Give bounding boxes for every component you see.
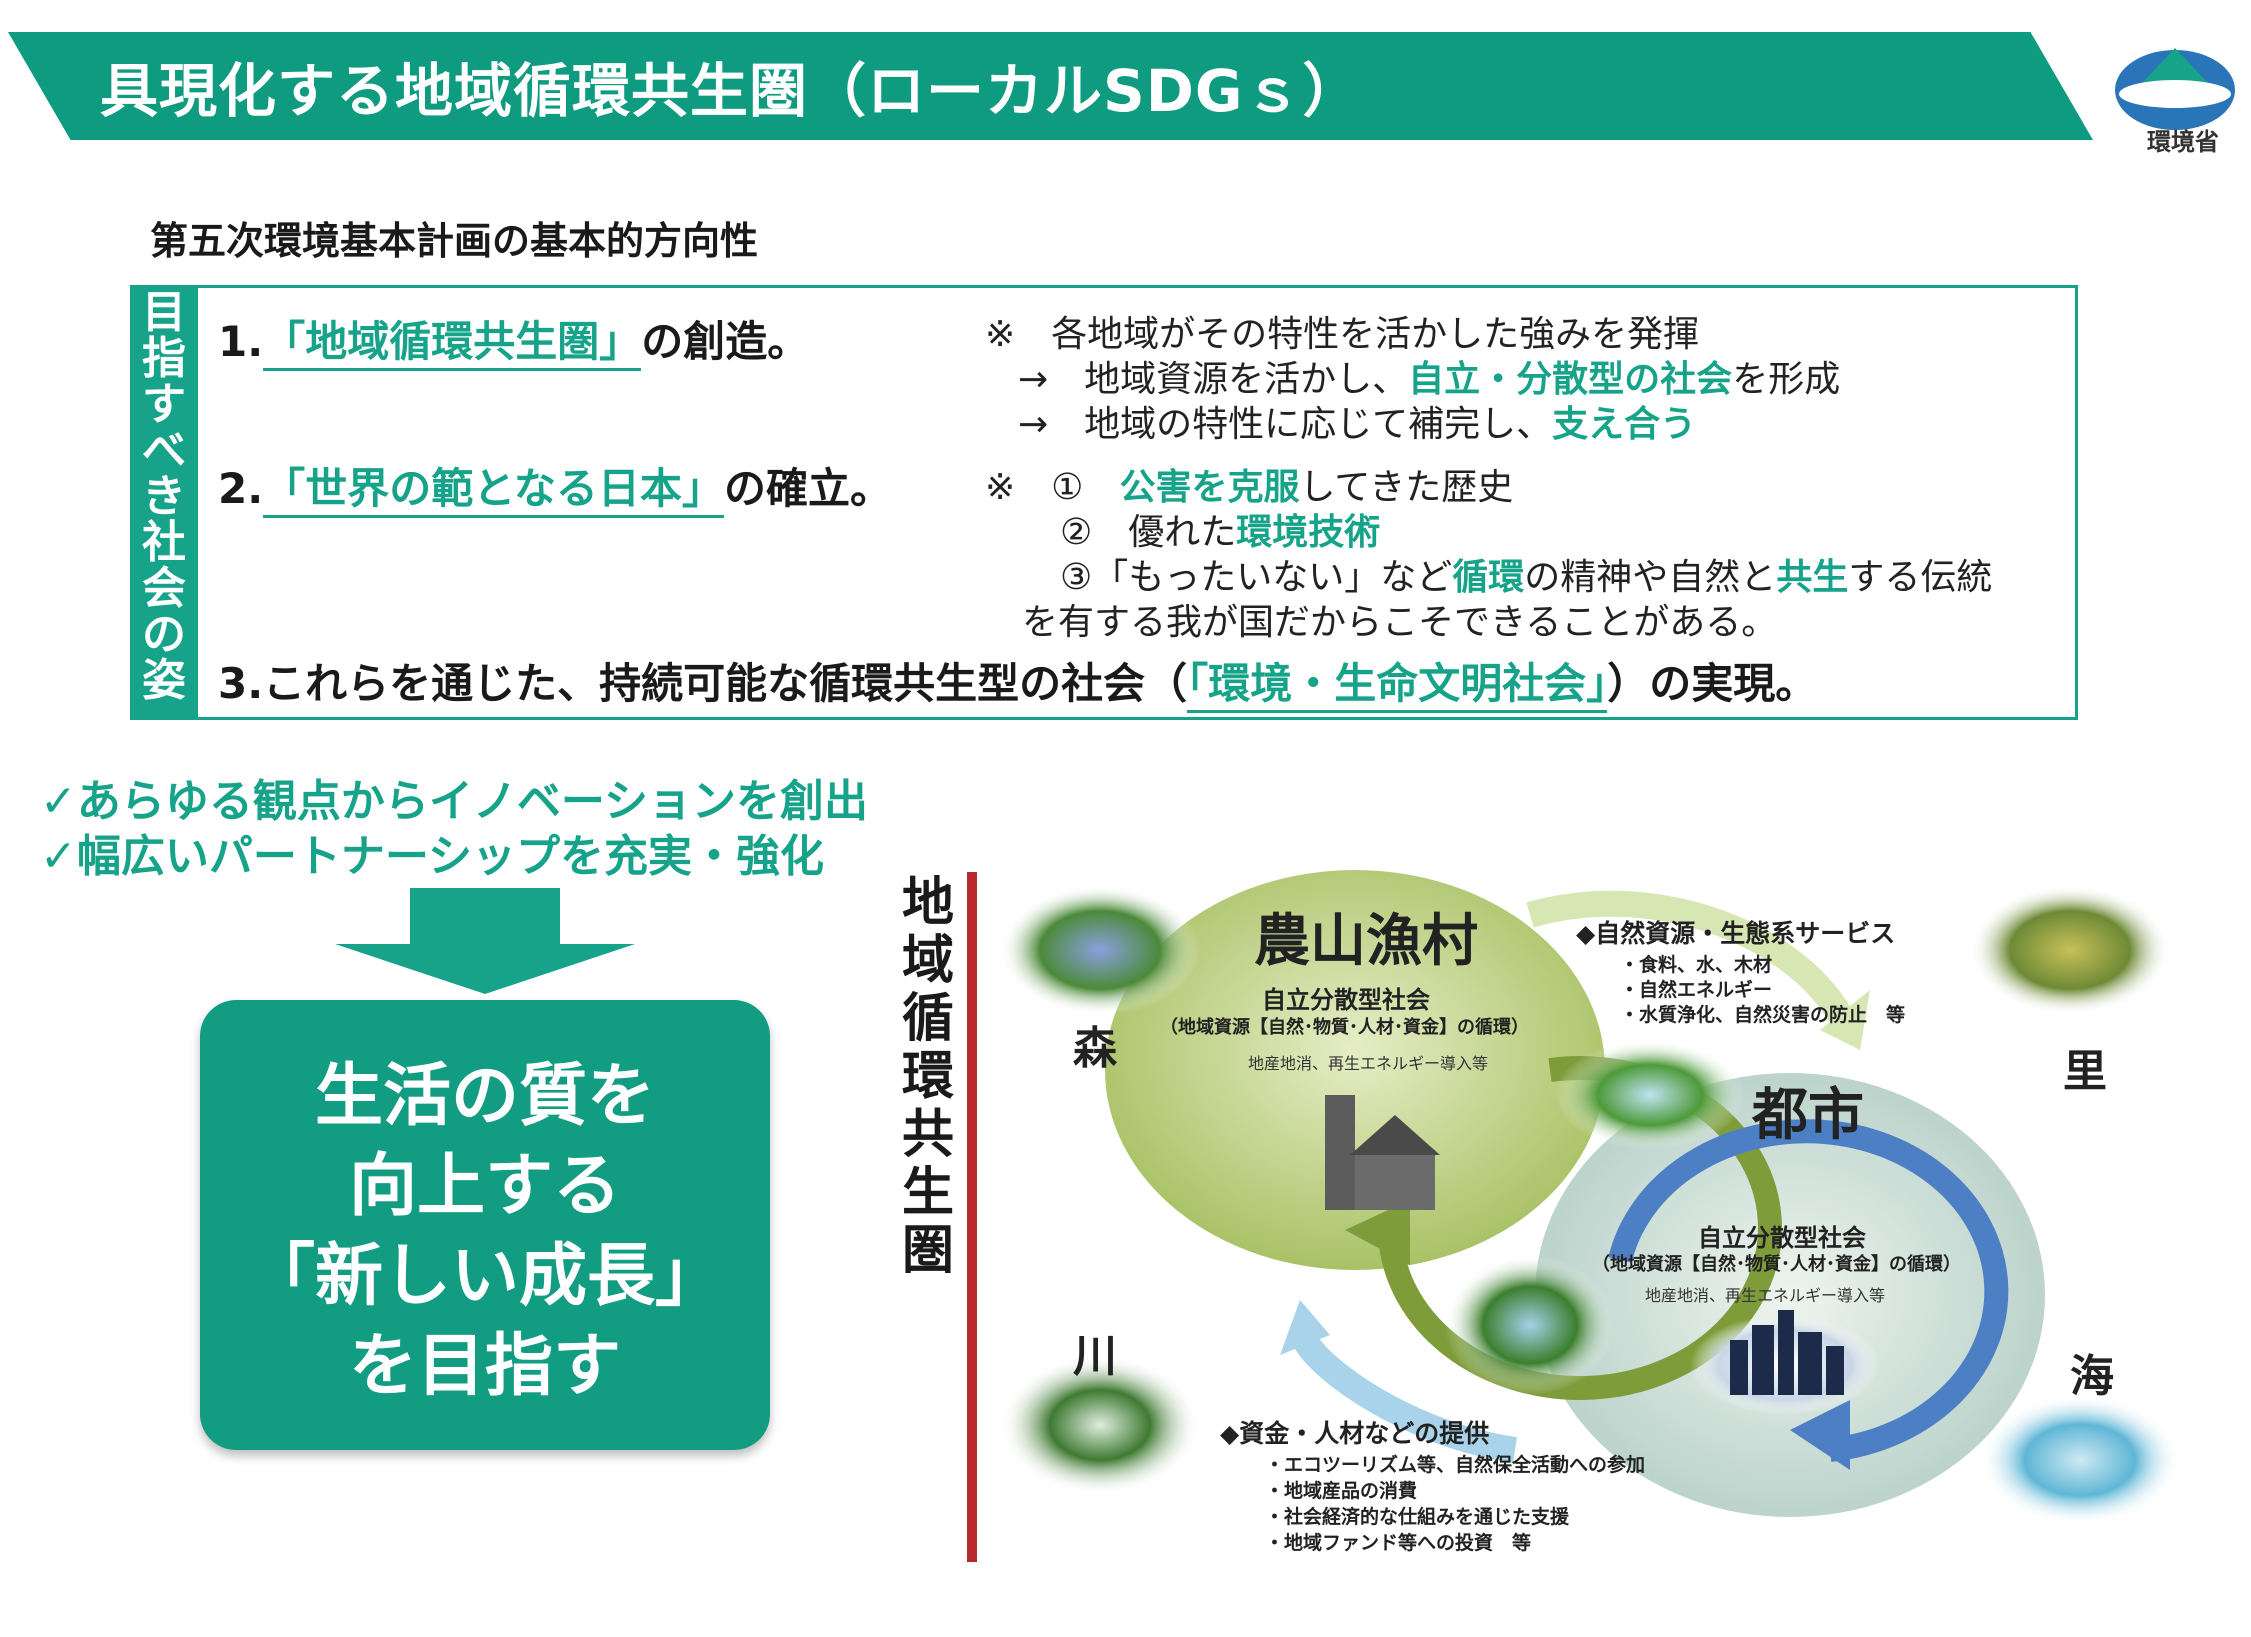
funding-item-2: ・地域産品の消費 bbox=[1265, 1480, 1418, 1502]
policy-item-2: 2.「世界の範となる日本」の確立。 bbox=[218, 455, 892, 518]
check-partnership: ✓幅広いパートナーシップを充実・強化 bbox=[40, 831, 824, 882]
item-text: の創造。 bbox=[641, 317, 810, 366]
note2-line2: ② 優れた環境技術 bbox=[1060, 503, 1380, 555]
goal-line-1: 生活の質を bbox=[314, 1057, 655, 1136]
rural-title: 農山漁村 bbox=[1254, 909, 1478, 974]
side-label: 目指すべき社会の姿 bbox=[142, 287, 186, 706]
note-highlight: 循環 bbox=[1452, 557, 1525, 598]
page-title: 具現化する地域循環共生圏（ローカルSDGｓ） bbox=[100, 57, 1362, 125]
item-number: 1. bbox=[218, 317, 264, 366]
diagram-vertical-title: 地域循環共生圏 bbox=[901, 873, 954, 1281]
item-number: 2. bbox=[218, 464, 264, 513]
city-cycle-arrow bbox=[1608, 1119, 2009, 1462]
item-highlight: 「世界の範となる日本」 bbox=[263, 464, 724, 518]
note-text: してきた歴史 bbox=[1299, 467, 1514, 508]
city-cycle-arrowhead bbox=[1790, 1400, 1850, 1470]
logo-text: 環境省 bbox=[2147, 128, 2219, 156]
label-village: 里 bbox=[2063, 1046, 2107, 1097]
rural-sub3: 地産地消、再生エネルギー導入等 bbox=[1248, 1054, 1489, 1073]
note-highlight: 自立・分散型の社会 bbox=[1408, 359, 1733, 400]
rural-circle bbox=[1105, 870, 1605, 1270]
note-text: → 地域の特性に応じて補完し、 bbox=[1018, 404, 1553, 445]
item-highlight: 「地域循環共生圏」 bbox=[263, 317, 642, 371]
nature-services-item-2: ・自然エネルギー bbox=[1620, 979, 1773, 1001]
side-band bbox=[130, 285, 198, 720]
note1-line3: → 地域の特性に応じて補完し、支え合う bbox=[1018, 395, 1696, 447]
note2-line1: ※ ① 公害を克服してきた歴史 bbox=[985, 458, 1513, 510]
sea-photo bbox=[1980, 1395, 2180, 1525]
note-text: する伝統 bbox=[1848, 557, 1993, 598]
note-text: ③「もったいない」など bbox=[1060, 557, 1453, 598]
rural-sub1: 自立分散型社会 bbox=[1262, 986, 1430, 1014]
goal-line-3: 「新しい成長」 bbox=[246, 1237, 723, 1316]
village-photo bbox=[1970, 885, 2170, 1015]
label-river: 川 bbox=[1073, 1331, 1117, 1382]
note1-line1: ※ 各地域がその特性を活かした強みを発揮 bbox=[985, 314, 1700, 355]
river-photo bbox=[1000, 1355, 1200, 1495]
ministry-logo-icon bbox=[2115, 48, 2235, 130]
nature-flow-arrow bbox=[1526, 890, 1852, 1022]
note-highlight: 共生 bbox=[1776, 557, 1849, 598]
nature-flow-arrowhead bbox=[1820, 990, 1870, 1050]
policy-item-1: 1.「地域循環共生圏」の創造。 bbox=[218, 308, 810, 371]
note-highlight: 公害を克服 bbox=[1119, 467, 1300, 508]
forest-photo bbox=[1000, 885, 1200, 1015]
goal-line-2: 向上する bbox=[348, 1147, 621, 1226]
nature-services-item-3: ・水質浄化、自然災害の防止 等 bbox=[1620, 1004, 1906, 1026]
railway-photo bbox=[1445, 1255, 1615, 1395]
title-band bbox=[8, 32, 2093, 140]
note2-line4: を有する我が国だからこそできることがある。 bbox=[1022, 602, 1778, 643]
label-forest: 森 bbox=[1073, 1023, 1117, 1074]
note-highlight: 支え合う bbox=[1552, 404, 1697, 445]
item-text: の確立。 bbox=[723, 464, 892, 513]
city-sub1: 自立分散型社会 bbox=[1698, 1224, 1866, 1252]
city-skyline-icon bbox=[1730, 1310, 1844, 1395]
landscape-photo bbox=[1555, 1040, 1745, 1150]
city-sub2: （地域資源【自然･物質･人材･資金】の循環） bbox=[1592, 1254, 1961, 1275]
note2-line3: ③「もったいない」など循環の精神や自然と共生する伝統 bbox=[1060, 548, 1992, 600]
note-text: ② 優れた bbox=[1060, 512, 1237, 553]
vertical-divider bbox=[967, 872, 977, 1562]
section-subtitle: 第五次環境基本計画の基本的方向性 bbox=[150, 219, 759, 263]
down-arrow-shaft bbox=[410, 888, 560, 944]
rural-cycle-arrowhead bbox=[1345, 1200, 1410, 1265]
check-innovation: ✓あらゆる観点からイノベーションを創出 bbox=[40, 776, 868, 827]
funding-flow-arrow bbox=[1293, 1333, 1517, 1463]
note-text: を形成 bbox=[1732, 359, 1841, 400]
note-text: ※ ① bbox=[985, 467, 1120, 508]
note-text: の精神や自然と bbox=[1524, 557, 1777, 598]
item-text: 3.これらを通じた、持続可能な循環共生型の社会（ bbox=[218, 659, 1188, 708]
note-text: → 地域資源を活かし、 bbox=[1018, 359, 1409, 400]
city-title: 都市 bbox=[1752, 1083, 1864, 1148]
rural-sub2: （地域資源【自然･物質･人材･資金】の循環） bbox=[1160, 1017, 1529, 1038]
city-sub3: 地産地消、再生エネルギー導入等 bbox=[1645, 1286, 1886, 1305]
nature-services-item-1: ・食料、水、木材 bbox=[1620, 954, 1773, 976]
funding-item-4: ・地域ファンド等への投資 等 bbox=[1265, 1532, 1532, 1554]
item-highlight: 「環境・生命文明社会」 bbox=[1187, 659, 1608, 713]
policy-item-3: 3.これらを通じた、持続可能な循環共生型の社会（「環境・生命文明社会」）の実現。 bbox=[218, 650, 1818, 713]
circulation-diagram bbox=[1000, 870, 2180, 1525]
goal-line-4: を目指す bbox=[348, 1327, 621, 1406]
funding-head: ◆資金・人材などの提供 bbox=[1220, 1419, 1490, 1448]
down-arrow-icon bbox=[335, 944, 635, 994]
item-text: ）の実現。 bbox=[1607, 659, 1818, 708]
goal-box bbox=[200, 1000, 770, 1450]
label-sea: 海 bbox=[2070, 1351, 2114, 1402]
note-highlight: 環境技術 bbox=[1236, 512, 1381, 553]
note1-line2: → 地域資源を活かし、自立・分散型の社会を形成 bbox=[1018, 350, 1840, 402]
funding-item-1: ・エコツーリズム等、自然保全活動への参加 bbox=[1265, 1454, 1646, 1476]
funding-item-3: ・社会経済的な仕組みを通じた支援 bbox=[1265, 1506, 1570, 1528]
barn-icon bbox=[1325, 1095, 1440, 1210]
nature-services-head: ◆自然資源・生態系サービス bbox=[1576, 919, 1896, 948]
funding-flow-arrowhead bbox=[1280, 1300, 1330, 1355]
